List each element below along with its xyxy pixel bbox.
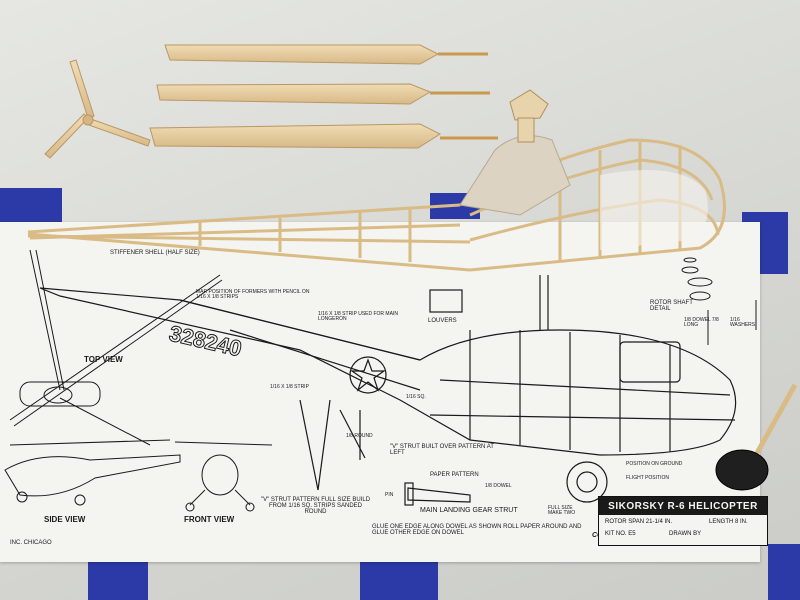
note-glue: GLUE ONE EDGE ALONG DOWEL AS SHOWN ROLL … xyxy=(372,524,582,536)
note-dowel2: 1/8 DOWEL xyxy=(485,483,512,489)
rotor-blade-1 xyxy=(164,44,488,65)
note-louvers: LOUVERS xyxy=(428,318,457,324)
note-flight: FLIGHT POSITION xyxy=(626,475,669,481)
rotor-blade-2 xyxy=(156,83,490,105)
main-fuselage-drawing xyxy=(39,275,737,456)
kit-number: KIT NO. E5 xyxy=(605,531,636,537)
label-front-view: FRONT VIEW xyxy=(184,515,235,524)
drawn-by: DRAWN BY xyxy=(669,531,702,537)
rotor-hub xyxy=(509,89,549,143)
note-v-strut-pattern: "V" STRUT PATTERN FULL SIZE BUILD FROM 1… xyxy=(260,497,371,515)
rotor-fairing xyxy=(459,135,571,216)
rubber-wheel xyxy=(715,449,769,491)
plan-title: SIKORSKY R-6 HELICOPTER xyxy=(599,497,767,515)
balsa-dowel xyxy=(749,383,798,464)
tail-rotor xyxy=(44,59,151,159)
note-dowel: 1/8 DOWEL 7/8 LONG xyxy=(684,317,719,328)
side-view-drawing xyxy=(4,439,181,506)
note-v-strut-built: "V" STRUT BUILT OVER PATTERN AT LEFT xyxy=(390,444,494,456)
blue-tape-bottom-left xyxy=(88,560,148,600)
note-strip: 1/16 X 1/8 STRIP xyxy=(270,384,309,390)
note-paper-pattern: PAPER PATTERN xyxy=(430,472,479,478)
note-rotor-shaft: ROTOR SHAFT DETAIL xyxy=(650,300,693,312)
note-washers: 1/16 WASHERS xyxy=(730,317,756,328)
landing-gear-drawing xyxy=(299,399,608,506)
note-longeron: 1/16 X 1/8 STRIP USED FOR MAIN LONGERON xyxy=(318,311,398,322)
title-block: SIKORSKY R-6 HELICOPTER ROTOR SPAN 21-1/… xyxy=(598,496,768,546)
star-insignia xyxy=(349,356,387,394)
length: LENGTH 8 IN. xyxy=(709,519,748,525)
note-ground: POSITION ON GROUND xyxy=(626,461,683,467)
note-stiffener: STIFFENER SHELL (HALF SIZE) xyxy=(110,250,200,256)
blue-tape-top-left xyxy=(0,188,62,226)
note-full-size: FULL SIZE MAKE TWO xyxy=(548,505,576,516)
rotor-span: ROTOR SPAN 21-1/4 IN. xyxy=(605,519,673,525)
note-round: 1/8 ROUND xyxy=(346,433,373,439)
note-formers: MAR POSITION OF FORMERS WITH PENCIL ON 1… xyxy=(196,289,310,300)
cockpit-nose xyxy=(600,170,708,250)
blue-tape-bottom-right xyxy=(768,544,800,600)
front-view-drawing xyxy=(174,441,273,512)
rotor-blade-3 xyxy=(149,123,498,149)
note-sq: 1/16 SQ. xyxy=(406,394,426,400)
maker-city: INC. CHICAGO xyxy=(10,540,52,546)
note-main-strut: MAIN LANDING GEAR STRUT xyxy=(420,507,518,514)
label-top-view: TOP VIEW xyxy=(84,355,123,364)
note-pin: PIN xyxy=(385,492,394,498)
top-view-drawing xyxy=(9,249,223,446)
rotor-shaft-detail xyxy=(681,257,757,345)
label-side-view: SIDE VIEW xyxy=(44,515,86,524)
